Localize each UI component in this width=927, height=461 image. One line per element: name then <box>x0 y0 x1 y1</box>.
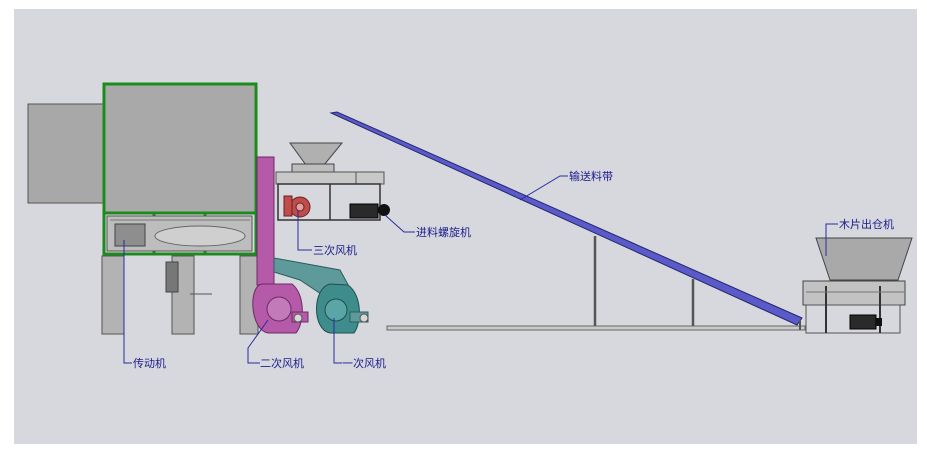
label-second-fan: 二次风机 <box>260 356 304 370</box>
label-third-fan: 三次风机 <box>313 243 357 257</box>
chip-outlet-bin <box>802 237 913 334</box>
label-screw-feeder: 进料螺旋机 <box>416 225 471 239</box>
conveyor-belt <box>329 111 806 331</box>
label-first-fan: 一次风机 <box>342 356 386 370</box>
screw-feeder <box>275 142 390 221</box>
label-transmission: 传动机 <box>133 356 166 370</box>
label-chip-outlet: 木片出仓机 <box>839 217 894 231</box>
label-conveyor: 输送料带 <box>569 169 613 183</box>
first-fan <box>273 257 369 334</box>
second-fan <box>252 156 309 334</box>
leader-lines <box>123 175 838 364</box>
